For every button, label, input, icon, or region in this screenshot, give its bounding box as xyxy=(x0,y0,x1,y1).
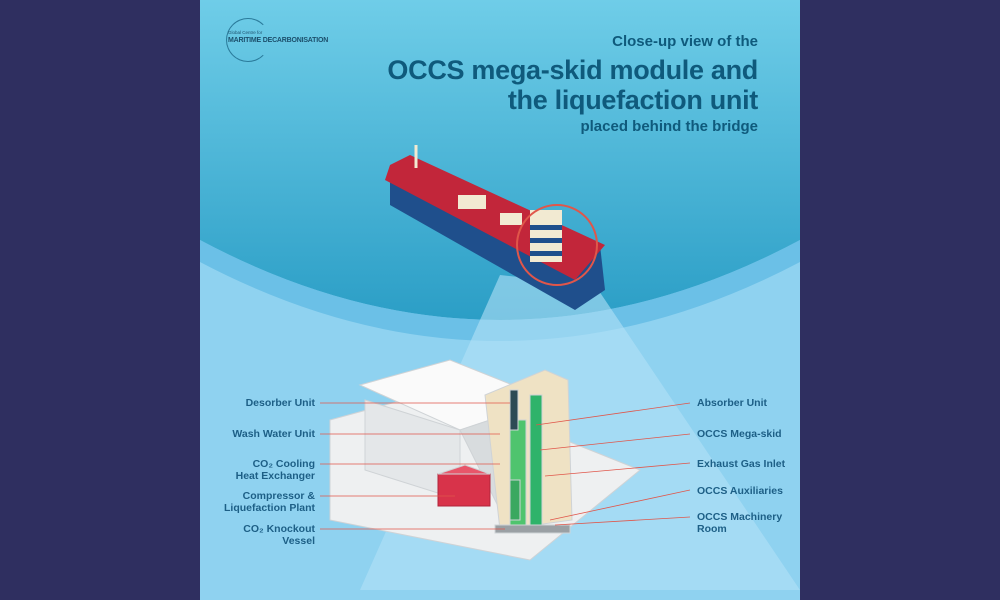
label-compressor: Compressor &Liquefaction Plant xyxy=(200,490,315,514)
title-line-3: the liquefaction unit xyxy=(507,85,758,115)
label-text: Heat Exchanger xyxy=(235,470,315,482)
label-auxiliaries: OCCS Auxiliaries xyxy=(697,485,783,497)
label-text: Vessel xyxy=(282,535,315,547)
logo-name: MARITIME DECARBONISATION xyxy=(228,37,329,44)
label-text: OCCS Mega-skid xyxy=(697,428,782,440)
label-text: Desorber Unit xyxy=(245,397,315,409)
leader-lines xyxy=(320,402,691,530)
label-text: OCCS Machinery xyxy=(697,511,783,523)
label-desorber-unit: Desorber Unit xyxy=(200,397,315,409)
logo-subtitle: Global Centre for xyxy=(228,30,263,35)
illustration xyxy=(200,0,800,600)
title-subtitle: placed behind the bridge xyxy=(580,118,758,135)
label-text: Compressor & xyxy=(242,490,315,502)
label-text: OCCS Auxiliaries xyxy=(697,485,783,497)
sea-edge xyxy=(200,240,800,341)
ship-icon xyxy=(385,145,605,310)
label-absorber-unit: Absorber Unit xyxy=(697,397,767,409)
label-text: Wash Water Unit xyxy=(232,428,315,440)
label-text: Absorber Unit xyxy=(697,397,768,409)
label-exhaust-gas-inlet: Exhaust Gas Inlet xyxy=(697,458,785,470)
label-text: CO₂ Cooling xyxy=(252,458,315,470)
page-title: OCCS mega-skid module and the liquefacti… xyxy=(387,55,758,115)
logo-icon xyxy=(226,18,270,62)
title-line-2: OCCS mega-skid module and xyxy=(387,55,758,85)
label-wash-water-unit: Wash Water Unit xyxy=(200,428,315,440)
label-mega-skid: OCCS Mega-skid xyxy=(697,428,782,440)
title-intro: Close-up view of the xyxy=(612,33,758,50)
highlight-circle xyxy=(516,204,598,286)
label-text: Liquefaction Plant xyxy=(223,502,315,514)
sea xyxy=(200,0,800,320)
infographic-panel: Global Centre for MARITIME DECARBONISATI… xyxy=(200,0,800,600)
label-text: CO₂ Knockout xyxy=(243,523,315,535)
label-text: Room xyxy=(697,523,727,535)
label-text: Exhaust Gas Inlet xyxy=(697,458,786,470)
